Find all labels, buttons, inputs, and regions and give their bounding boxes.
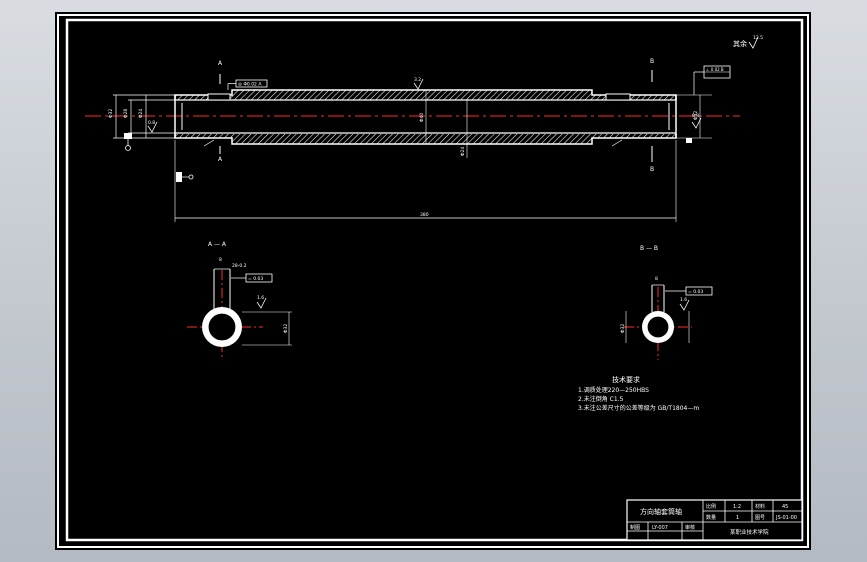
hatch-top (232, 90, 592, 100)
section-bb-title: B — B (640, 245, 658, 252)
hatch-left-top (175, 95, 232, 100)
section-aa-roughness: 1.6 (257, 295, 264, 301)
datum-block-circle (188, 174, 194, 180)
gt-right-text: ⊥ 0.02 B (706, 67, 724, 72)
dim-mid-dia: Φ40 (419, 113, 425, 122)
tb-r2c1: 数量 (706, 514, 716, 521)
dim-left-dia-3: Φ24 (138, 109, 144, 118)
roughness-right: 0.8 (692, 113, 699, 119)
datum-box-right (686, 138, 692, 143)
hatch-right-top (592, 95, 676, 100)
label-b-top: B (650, 58, 654, 65)
tb-r3c1: 制图 (630, 524, 640, 531)
main-view: A A B B Φ32 Φ28 Φ24 0.8 ◎ Φ0.02 A 3.2 Φ4… (85, 58, 740, 222)
tb-school: 某职业技术学院 (730, 528, 769, 536)
roughness-symbol-top-mid (413, 78, 424, 90)
roughness-left: 0.8 (148, 120, 155, 126)
section-bb-gt-text: = 0.03 (688, 289, 703, 295)
tb-r2c3: 图号 (755, 515, 765, 521)
dim-left-dia-2: Φ28 (123, 109, 129, 118)
dim-overall-length-text: 380 (420, 212, 429, 218)
section-aa-keyway-width: 8 (219, 257, 222, 263)
label-a-bottom: A (218, 156, 223, 163)
tb-r1c3: 材料 (755, 503, 765, 510)
chamfer-leader-right (611, 139, 623, 147)
section-bb-roughness-symbol (679, 299, 690, 311)
section-bb: B — B 8 = 0.03 1.6 Φ32 (620, 245, 713, 360)
tb-r3c3: 审核 (685, 524, 695, 531)
label-b-bottom: B (650, 166, 654, 173)
tech-line-1: 1.调质处理220—250HBS (578, 386, 649, 394)
left-keyway (207, 93, 231, 101)
hatch-bottom (232, 134, 592, 144)
inner-border (65, 18, 804, 542)
tb-r2c4: JS-01-00 (775, 515, 797, 521)
outer-border (57, 14, 809, 548)
section-aa-gt-text: = 0.03 (248, 276, 263, 282)
section-aa-title: A — A (208, 241, 227, 248)
roughness-top-mid: 3.2 (414, 77, 421, 83)
tech-heading: 技术要求 (612, 375, 640, 384)
datum-box-left (124, 133, 132, 139)
tb-r1c4: 45 (782, 504, 788, 510)
tb-r1c2: 1:2 (733, 504, 741, 510)
roughness-symbol-left (147, 121, 158, 133)
dim-mid-bore: Φ24 (460, 147, 466, 156)
section-aa-keyway-depth: 28-0.2 (232, 263, 247, 269)
tech-line-3: 3.未注公差尺寸的公差等级为 GB/T1804—m (578, 404, 699, 412)
section-aa-inner (207, 312, 237, 342)
datum-block-bottom-left (176, 172, 182, 182)
hatch-right-bottom (592, 134, 676, 138)
sheet-background (55, 12, 811, 550)
section-aa-roughness-symbol (256, 297, 267, 309)
hatch-left-bottom (175, 134, 232, 138)
section-bb-dia: Φ32 (620, 324, 626, 333)
surface-note: 其余 (733, 39, 747, 48)
right-keyway (605, 93, 631, 101)
title-block: 方向轴套筒轴 比例 1:2 材料 45 数量 1 图号 JS-01-00 制图 … (626, 499, 803, 541)
section-aa-dia: Φ32 (283, 324, 289, 333)
tech-line-2: 2.未注倒角 C1.5 (578, 395, 624, 403)
roughness-top-right: 12.5 (753, 35, 763, 41)
roughness-symbol-right (691, 117, 702, 129)
label-a-top: A (218, 60, 223, 67)
chamfer-leader-left (203, 139, 215, 147)
roughness-symbol-top-right (748, 36, 759, 49)
tb-r3c2: LY-007 (652, 525, 668, 531)
tech-requirements: 技术要求 1.调质处理220—250HBS 2.未注倒角 C1.5 3.未注公差… (578, 375, 699, 412)
tb-part-name: 方向轴套筒轴 (640, 507, 682, 516)
gt-left-text: ◎ Φ0.02 A (238, 82, 262, 88)
section-aa: A — A 8 28-0.2 = 0.03 1.6 Φ32 (187, 241, 292, 360)
dim-left-dia-1: Φ32 (108, 109, 114, 118)
section-bb-roughness: 1.6 (680, 297, 687, 303)
dim-right-dia: Φ32 (693, 111, 699, 120)
tb-r2c2: 1 (736, 515, 739, 521)
section-bb-keyway-width: 8 (655, 276, 658, 282)
datum-circle-left (125, 145, 131, 151)
tb-r1c1: 比例 (706, 503, 716, 510)
section-bb-inner (646, 315, 670, 339)
